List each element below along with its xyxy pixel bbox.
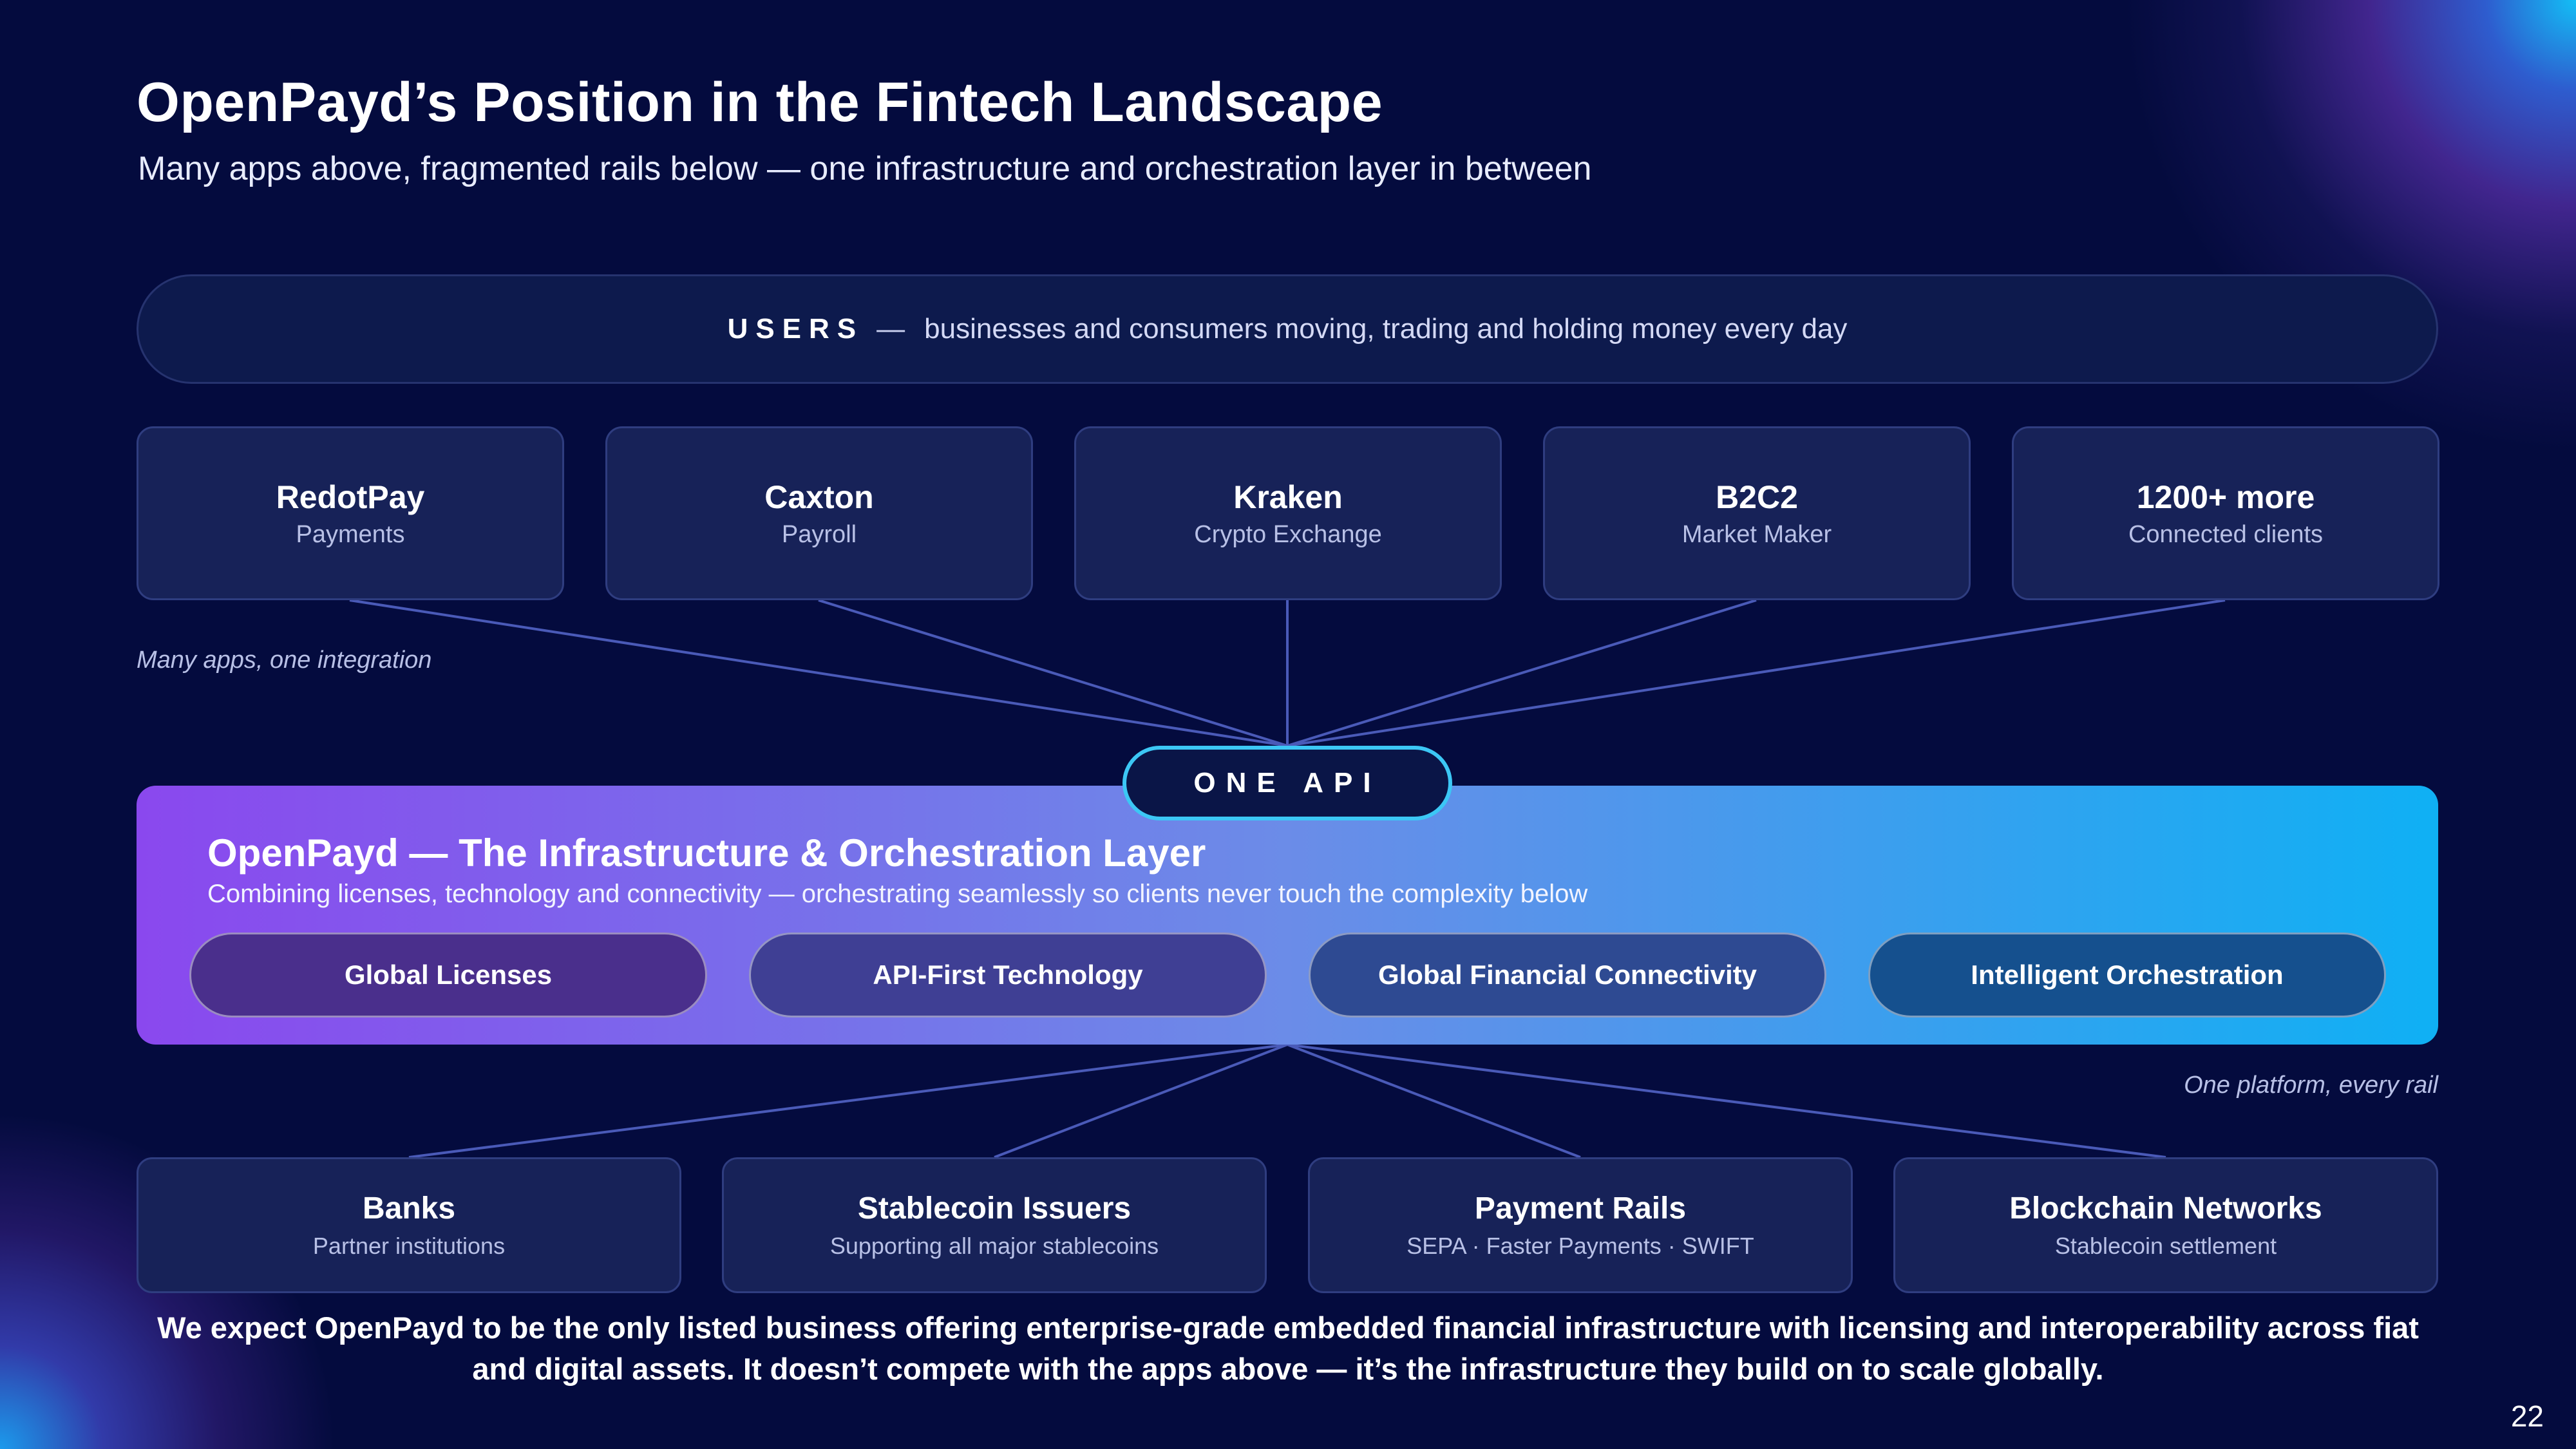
app-card-subtitle: Crypto Exchange (1194, 520, 1382, 548)
pill-api-first-technology: API-First Technology (749, 933, 1267, 1018)
rail-card-name: Stablecoin Issuers (857, 1191, 1132, 1226)
pill-intelligent-orchestration: Intelligent Orchestration (1868, 933, 2386, 1018)
rail-card-stablecoin-issuers: Stablecoin Issuers Supporting all major … (722, 1157, 1267, 1293)
rail-card-name: Blockchain Networks (2009, 1191, 2322, 1226)
app-card-kraken: Kraken Crypto Exchange (1074, 426, 1502, 600)
connector-line (1287, 1043, 1581, 1159)
connector-line (994, 1043, 1288, 1159)
rail-card-subtitle: SEPA · Faster Payments · SWIFT (1406, 1233, 1754, 1259)
layer-subtitle: Combining licenses, technology and conne… (207, 880, 1588, 908)
app-card-name: B2C2 (1716, 478, 1798, 515)
app-card-redotpay: RedotPay Payments (137, 426, 564, 600)
app-card-name: RedotPay (276, 478, 425, 515)
infrastructure-layer: OpenPayd — The Infrastructure & Orchestr… (137, 786, 2438, 1045)
app-card-subtitle: Payments (296, 520, 405, 548)
rail-card-blockchain-networks: Blockchain Networks Stablecoin settlemen… (1893, 1157, 2438, 1293)
bottom-statement: We expect OpenPayd to be the only listed… (157, 1311, 2419, 1386)
connector-line (349, 599, 1288, 747)
rail-card-name: Payment Rails (1474, 1191, 1687, 1226)
app-card-caxton: Caxton Payroll (605, 426, 1033, 600)
rail-card-subtitle: Supporting all major stablecoins (829, 1233, 1159, 1259)
app-card-b2c2: B2C2 Market Maker (1543, 426, 1971, 600)
page-number: 22 (2510, 1399, 2544, 1433)
users-bar: USERS — businesses and consumers moving,… (137, 274, 2438, 384)
page-title: OpenPayd’s Position in the Fintech Lands… (137, 71, 1383, 133)
one-api-badge: ONE API (1122, 746, 1452, 820)
connector-line (818, 599, 1288, 747)
connector-line (1287, 599, 2226, 747)
app-card-name: Caxton (764, 478, 874, 515)
pill-global-licenses: Global Licenses (189, 933, 707, 1018)
app-card-subtitle: Connected clients (2128, 520, 2324, 548)
users-separator: — (876, 313, 905, 345)
rail-card-subtitle: Partner institutions (312, 1233, 506, 1259)
pill-global-financial-connectivity: Global Financial Connectivity (1309, 933, 1826, 1018)
app-card-name: 1200+ more (2136, 478, 2315, 515)
app-card-more-clients: 1200+ more Connected clients (2012, 426, 2439, 600)
rail-card-name: Banks (362, 1191, 456, 1226)
note-rails: One platform, every rail (2184, 1072, 2438, 1099)
users-description: businesses and consumers moving, trading… (924, 313, 1848, 345)
layer-title: OpenPayd — The Infrastructure & Orchestr… (207, 831, 1206, 875)
note-apps: Many apps, one integration (137, 647, 432, 674)
app-card-name: Kraken (1233, 478, 1343, 515)
connector-line (1287, 1043, 2166, 1159)
connector-line (408, 1043, 1288, 1159)
app-card-subtitle: Market Maker (1681, 520, 1832, 548)
rail-card-subtitle: Stablecoin settlement (2054, 1233, 2277, 1259)
rail-card-banks: Banks Partner institutions (137, 1157, 681, 1293)
rail-card-payment-rails: Payment Rails SEPA · Faster Payments · S… (1308, 1157, 1853, 1293)
connector-line (1287, 599, 1757, 747)
page-subtitle: Many apps above, fragmented rails below … (138, 150, 1592, 187)
users-label: USERS (727, 313, 864, 345)
app-card-subtitle: Payroll (781, 520, 857, 548)
